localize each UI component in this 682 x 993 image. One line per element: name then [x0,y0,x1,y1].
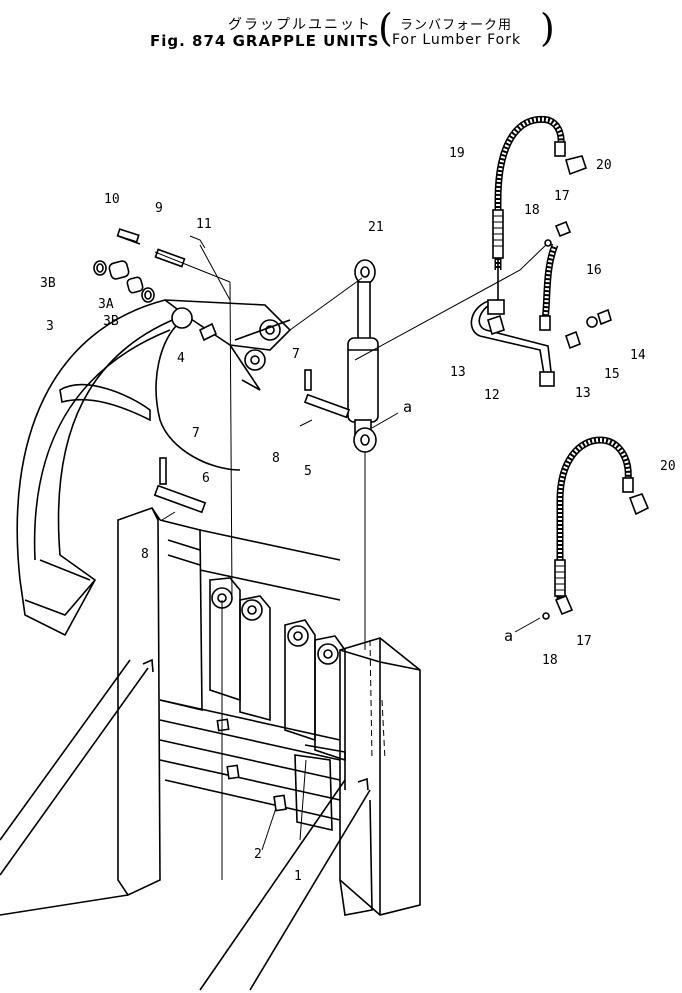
callout-10: 10 [104,192,120,207]
callout-5: 5 [304,464,312,479]
title-english-sub: For Lumber Fork [392,32,522,48]
right-paren: ) [540,6,555,50]
callout-20-upper: 20 [596,158,612,173]
title-english: Fig. 874 GRAPPLE UNITS [150,32,380,50]
callout-a-upper: a [403,398,412,416]
grapple-arm [16,299,292,637]
callout-12: 12 [484,388,500,403]
callout-17-lower: 17 [576,634,592,649]
callout-1: 1 [294,869,302,884]
left-paren: ( [378,6,393,50]
callout-18-lower: 18 [542,653,558,668]
hydraulic-hoses [470,115,612,387]
callout-2: 2 [254,847,262,862]
callout-7-upper: 7 [292,347,300,362]
callout-15: 15 [604,367,620,382]
callout-20-lower: 20 [660,459,676,474]
title-japanese: グラップルユニット [228,17,372,33]
callout-13-right: 13 [575,386,591,401]
callout-14: 14 [630,348,646,363]
callout-6: 6 [202,471,210,486]
callout-3: 3 [46,319,54,334]
callout-18-upper: 18 [524,203,540,218]
callout-3b-left: 3B [40,276,56,291]
callout-17-upper: 17 [554,189,570,204]
fork-carriage [0,507,421,991]
callout-19: 19 [449,146,465,161]
callout-3b-right: 3B [103,314,119,329]
callout-21: 21 [368,220,384,235]
leader-lines [154,242,549,880]
callout-9: 9 [155,201,163,216]
callout-4: 4 [177,351,185,366]
callout-8-upper: 8 [272,451,280,466]
callout-8-lower: 8 [141,547,149,562]
callout-3a: 3A [98,297,114,312]
lower-hose [542,436,650,620]
callout-7-lower: 7 [192,426,200,441]
hydraulic-cylinder [153,259,379,650]
callout-13-left: 13 [450,365,466,380]
callout-11: 11 [196,217,212,232]
callout-16: 16 [586,263,602,278]
callout-labels: 1 2 3 3A 3B 3B 4 5 6 7 7 8 8 9 10 11 12 … [40,146,676,884]
callout-a-lower: a [504,627,513,645]
title-japanese-sub: ランバフォーク用 [400,18,513,33]
